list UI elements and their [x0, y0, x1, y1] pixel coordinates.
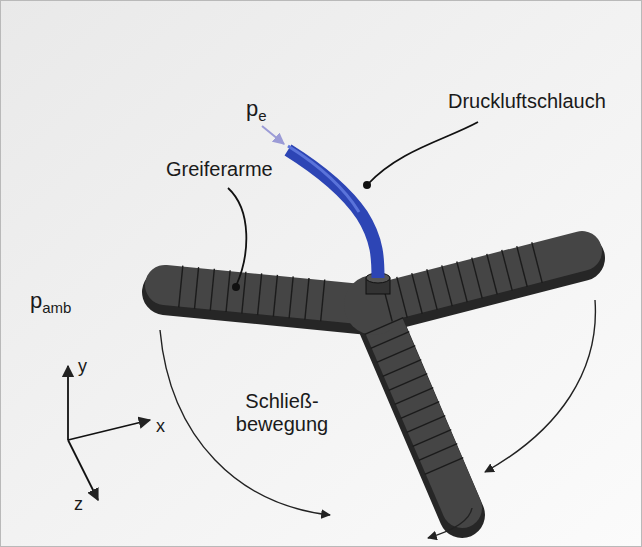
arm-rib — [427, 269, 437, 310]
arm-rib — [412, 273, 422, 314]
arm-rib — [389, 374, 428, 391]
arm-rib — [305, 278, 309, 320]
closing-arrow-front — [428, 508, 472, 538]
arm-rib — [210, 269, 214, 311]
arm-rib — [395, 388, 434, 405]
arm-front — [378, 312, 462, 508]
leader-dot — [363, 181, 371, 189]
arm-rib — [472, 258, 482, 299]
arm-rib — [425, 458, 464, 475]
arm-rib — [273, 275, 277, 317]
compressed-air-hose — [288, 150, 378, 278]
hose-highlight — [288, 146, 359, 212]
arm-rib — [419, 444, 458, 461]
arm-rib — [179, 266, 183, 308]
arm-rib — [365, 318, 404, 335]
arm-rib — [242, 272, 246, 314]
gripper-arms — [165, 251, 582, 515]
arm-rib — [401, 402, 440, 419]
axis-y — [67, 366, 69, 440]
arm-rib — [457, 262, 467, 303]
arm-rib — [487, 254, 497, 295]
arm-right — [372, 251, 582, 305]
arm-rib — [502, 250, 512, 291]
part-label: Druckluftschlauch — [448, 90, 606, 113]
arm-rib — [413, 430, 452, 447]
arm-rib — [442, 265, 452, 306]
pressure-symbol: p — [246, 96, 258, 121]
leader-dot — [232, 283, 240, 291]
arm-rib — [532, 242, 542, 283]
arm-rib — [289, 276, 293, 318]
motion-label: Schließ- bewegung — [222, 390, 342, 436]
axis-label: x — [156, 416, 165, 437]
arm-rib — [383, 360, 422, 377]
arm-rib — [371, 332, 410, 349]
arm-rib — [321, 279, 325, 321]
closing-arrow-right — [485, 300, 595, 472]
pressure-symbol: p — [30, 288, 42, 313]
arm-rib — [258, 273, 262, 315]
arm-rib — [407, 416, 446, 433]
pressure-subscript: e — [258, 107, 266, 124]
arm-rib — [194, 267, 198, 309]
pressure-subscript: amb — [42, 299, 71, 316]
arm-rib — [226, 270, 230, 312]
axis-z — [68, 440, 98, 500]
part-label: Greiferarme — [166, 158, 273, 181]
arm-rib — [377, 346, 416, 363]
arm-rib — [517, 246, 527, 287]
axis-x — [68, 420, 150, 440]
arm-rib — [397, 277, 407, 318]
leader-schlauch — [368, 122, 478, 184]
leader-greiferarme — [228, 188, 246, 286]
arm-ribs — [179, 242, 542, 474]
hub — [344, 275, 404, 335]
axis-label: y — [78, 356, 87, 377]
pressure-arrow — [262, 126, 284, 144]
axis-label: z — [74, 494, 83, 515]
